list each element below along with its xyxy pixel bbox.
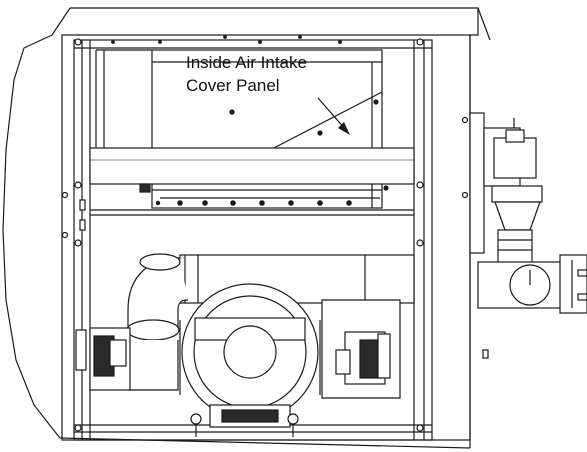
lower-shelf (90, 183, 414, 216)
callout-label: Inside Air Intake Cover Panel (186, 51, 406, 97)
top-holes (111, 35, 342, 115)
elbow-pipe (126, 253, 189, 391)
frame-screws (61, 38, 469, 432)
blower-housing (179, 283, 321, 428)
external-gas-valve (469, 112, 543, 265)
external-pressure-gauge (477, 254, 587, 314)
callout-line-1: Inside Air Intake (186, 53, 307, 72)
left-valve-assembly (75, 327, 131, 391)
right-pipe-assembly (321, 299, 401, 399)
callout-arrow (317, 97, 350, 135)
air-intake-cover-panel (95, 49, 383, 209)
callout-line-2: Cover Panel (186, 76, 280, 95)
cross-bar (89, 147, 415, 185)
side-latches (79, 199, 489, 359)
eye-bolts (190, 413, 299, 437)
cover-panel-screws (155, 99, 389, 206)
inner-frame (61, 34, 471, 441)
